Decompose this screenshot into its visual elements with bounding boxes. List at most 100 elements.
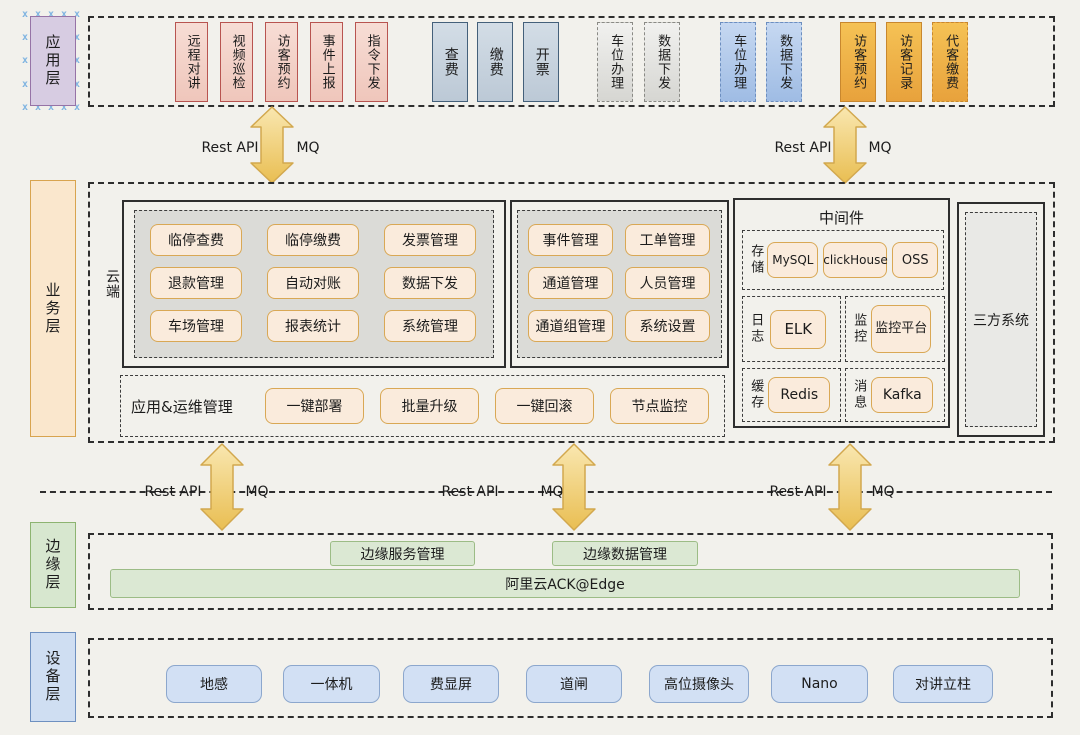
app-item-text: 缴费 <box>487 47 504 77</box>
parking-services-group: 临停查费 临停缴费 发票管理 退款管理 自动对账 数据下发 车场管理 报表统计 … <box>134 210 494 358</box>
app-item-text: 车位办理 <box>608 34 624 90</box>
layer-label-device: 设备层 <box>30 632 76 722</box>
app-item-text: 访客记录 <box>897 34 913 90</box>
third-party-box: 三方系统 <box>957 202 1045 437</box>
device-box-all-in-one: 一体机 <box>283 665 380 703</box>
app-item-text: 远程对讲 <box>184 34 200 90</box>
device-box-intercom-pillar: 对讲立柱 <box>893 665 993 703</box>
layer-label-business: 业务层 <box>30 180 76 437</box>
monitor-label: 监控 <box>851 313 867 345</box>
middleware-item: MySQL <box>767 242 819 278</box>
middleware-log: 日志 ELK <box>742 296 841 362</box>
connector-label-mq: MQ <box>868 140 892 156</box>
app-item-text: 车位办理 <box>731 34 747 90</box>
ops-management-box: 应用&运维管理 一键部署 批量升级 一键回滚 节点监控 <box>120 375 725 437</box>
app-item-text: 数据下发 <box>777 34 793 90</box>
ops-label: 应用&运维管理 <box>131 397 233 416</box>
app-item-parking-handle-blue: 车位办理 <box>720 22 756 102</box>
cloud-box-management <box>510 200 729 368</box>
service-box: 发票管理 <box>384 224 476 256</box>
app-item-text: 事件上报 <box>319 34 335 90</box>
connector-label-mq: MQ <box>245 484 269 500</box>
device-layer-container <box>88 638 1053 718</box>
service-box: 工单管理 <box>625 224 710 256</box>
ops-item: 一键回滚 <box>495 388 594 424</box>
double-arrow-icon <box>828 443 872 531</box>
edge-data-mgmt-box: 边缘数据管理 <box>552 541 698 566</box>
double-arrow-icon <box>250 106 294 184</box>
connector-label-mq: MQ <box>296 140 320 156</box>
app-item-text: 查费 <box>442 47 459 77</box>
app-item-video-patrol: 视频巡检 <box>220 22 253 102</box>
connector-dashed-line <box>40 491 1052 493</box>
double-arrow-icon <box>823 106 867 184</box>
middleware-item: clickHouse <box>823 242 888 278</box>
service-box: 通道管理 <box>528 267 613 299</box>
middleware-item: Kafka <box>871 377 934 413</box>
service-box: 事件管理 <box>528 224 613 256</box>
app-item-remote-intercom: 远程对讲 <box>175 22 208 102</box>
app-item-data-dispatch-gray: 数据下发 <box>644 22 680 102</box>
middleware-item: Redis <box>768 377 831 413</box>
third-party-text: 三方系统 <box>973 312 1029 329</box>
service-box: 临停缴费 <box>267 224 359 256</box>
cache-label: 缓存 <box>748 379 764 411</box>
edge-service-mgmt-box: 边缘服务管理 <box>330 541 475 566</box>
app-item-visitor-booking: 访客预约 <box>265 22 298 102</box>
app-item-data-dispatch-blue: 数据下发 <box>766 22 802 102</box>
mgmt-services-group: 事件管理 工单管理 通道管理 人员管理 通道组管理 系统设置 <box>517 210 722 358</box>
message-label: 消息 <box>851 379 867 411</box>
double-arrow-icon <box>552 443 596 531</box>
app-item-invoice: 开票 <box>523 22 559 102</box>
device-box-barrier-gate: 道闸 <box>526 665 622 703</box>
layer-label-edge-text: 边缘层 <box>43 538 62 592</box>
service-box: 数据下发 <box>384 267 476 299</box>
middleware-item: OSS <box>892 242 938 278</box>
layer-label-edge: 边缘层 <box>30 522 76 608</box>
service-box: 自动对账 <box>267 267 359 299</box>
application-layer-container <box>88 16 1055 107</box>
edge-platform-bar: 阿里云ACK@Edge <box>110 569 1020 598</box>
service-box: 通道组管理 <box>528 310 613 342</box>
middleware-message: 消息 Kafka <box>845 368 945 422</box>
middleware-cache: 缓存 Redis <box>742 368 841 422</box>
connector-label-rest-api: Rest API <box>769 484 827 500</box>
middleware-item: 监控平台 <box>871 305 932 353</box>
cloud-label-text: 云端 <box>104 269 120 299</box>
layer-label-business-text: 业务层 <box>43 281 62 336</box>
service-box: 人员管理 <box>625 267 710 299</box>
service-box: 临停查费 <box>150 224 242 256</box>
connector-label-mq: MQ <box>540 484 564 500</box>
app-item-valet-payment: 代客缴费 <box>932 22 968 102</box>
service-box: 报表统计 <box>267 310 359 342</box>
connector-label-rest-api: Rest API <box>144 484 202 500</box>
double-arrow-icon <box>200 443 244 531</box>
third-party-inner: 三方系统 <box>965 212 1037 427</box>
layer-label-device-text: 设备层 <box>43 650 62 704</box>
cloud-label: 云端 <box>102 200 122 368</box>
middleware-monitor: 监控 监控平台 <box>845 296 945 362</box>
app-item-text: 访客预约 <box>851 34 867 90</box>
app-item-event-report: 事件上报 <box>310 22 343 102</box>
device-box-fee-display: 费显屏 <box>403 665 499 703</box>
connector-label-rest-api: Rest API <box>201 140 259 156</box>
ops-item: 一键部署 <box>265 388 364 424</box>
app-item-command-dispatch: 指令下发 <box>355 22 388 102</box>
service-box: 系统管理 <box>384 310 476 342</box>
storage-label: 存储 <box>748 244 764 276</box>
ops-item: 节点监控 <box>610 388 709 424</box>
app-item-text: 视频巡检 <box>229 34 245 90</box>
middleware-storage: 存储 MySQL clickHouse OSS <box>742 230 944 290</box>
log-label: 日志 <box>748 313 764 345</box>
middleware-item: ELK <box>770 309 827 349</box>
service-box: 退款管理 <box>150 267 242 299</box>
app-item-parking-handle-gray: 车位办理 <box>597 22 633 102</box>
connector-label-rest-api: Rest API <box>774 140 832 156</box>
app-item-payment: 缴费 <box>477 22 513 102</box>
app-item-text: 指令下发 <box>364 34 380 90</box>
cloud-box-parking <box>122 200 506 368</box>
layer-label-application: 应用层 <box>30 16 76 106</box>
device-box-high-camera: 高位摄像头 <box>649 665 749 703</box>
